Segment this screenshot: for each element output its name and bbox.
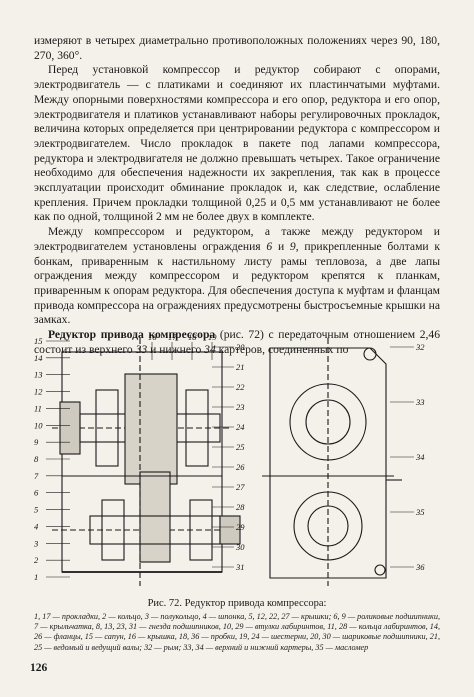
left-flange [59,401,81,455]
callout-label: 17 [168,332,177,342]
callout-label: 26 [236,462,245,472]
right-bearing-housing [185,389,209,467]
callout-label: 5 [34,505,38,515]
callout-label: 25 [236,442,245,452]
callout-label: 33 [415,397,425,407]
callout-label: 24 [236,422,245,432]
upper-bore-inner [305,399,351,445]
callout-label: 1 [34,572,38,582]
callout-label: 11 [34,403,42,413]
drain-plug [374,564,386,576]
text-run: 6 [266,239,273,253]
callout-label: 4 [34,521,39,531]
lower-left-bearing [101,499,125,561]
callout-label: 15 [34,336,43,346]
text-run: Перед установкой компрессор и редуктор с… [34,63,440,224]
paragraph: Редуктор привода компрессора (рис. 72) с… [34,328,440,357]
text-run: Редуктор привода компрессора [48,328,216,342]
callout-label: 10 [34,420,43,430]
lower-right-bearing [189,499,213,561]
callout-label: 9 [34,437,39,447]
callout-label: 36 [415,562,425,572]
callout-label: 20 [236,342,245,352]
paragraph: Между компрессором и редуктором, а также… [34,225,440,328]
text-run: , прикрепленные болтами к бонкам, привар… [34,239,440,327]
callout-label: 31 [235,562,245,572]
text-run: картеров, соединенных по [215,342,349,356]
callout-label: 12 [34,387,43,397]
text-run: Между компрессором и редуктором, а также… [34,225,440,253]
callout-label: 27 [236,482,245,492]
driven-gear [124,373,178,485]
callout-label: 23 [236,402,245,412]
text-run: и [272,239,290,253]
callout-label: 28 [236,502,245,512]
text-run: 33 [135,342,148,356]
right-flange [219,515,241,545]
drive-gear [139,471,171,563]
page-number: 126 [30,662,48,674]
callout-label: 29 [236,522,245,532]
callout-label: 3 [33,538,38,548]
callout-label: 7 [34,471,39,481]
paragraph: измеряют в четырех диаметрально противоп… [34,34,440,63]
callout-label: 8 [34,454,39,464]
callout-label: 6 [34,488,39,498]
callout-label: 14 [34,353,43,363]
left-bearing-housing [95,389,119,467]
body-text: измеряют в четырех диаметрально противоп… [34,34,440,357]
callout-label: 18 [188,332,197,342]
callout-label: 16 [148,332,157,342]
side-housing [269,347,387,579]
figure-caption: Рис. 72. Редуктор привода компрессора: [147,598,327,609]
callout-label: 35 [415,507,425,517]
callout-label: 34 [415,452,425,462]
text-run: 9 [289,239,296,253]
paragraph: Перед установкой компрессор и редуктор с… [34,63,440,225]
callout-label: 21 [236,362,245,372]
text-run: 34 [204,342,216,356]
callout-label: 32 [415,342,425,352]
callout-label: 13 [34,370,43,380]
text-run: измеряют в четырех диаметрально противоп… [34,34,440,62]
callout-label: 22 [236,382,245,392]
lifting-eye [363,347,377,361]
callout-label: 19 [208,332,217,342]
callout-label: 30 [235,542,245,552]
figure-legend: 1, 17 — прокладки, 2 — кольцо, 3 — полук… [34,612,440,652]
callout-label: 2 [34,555,39,565]
